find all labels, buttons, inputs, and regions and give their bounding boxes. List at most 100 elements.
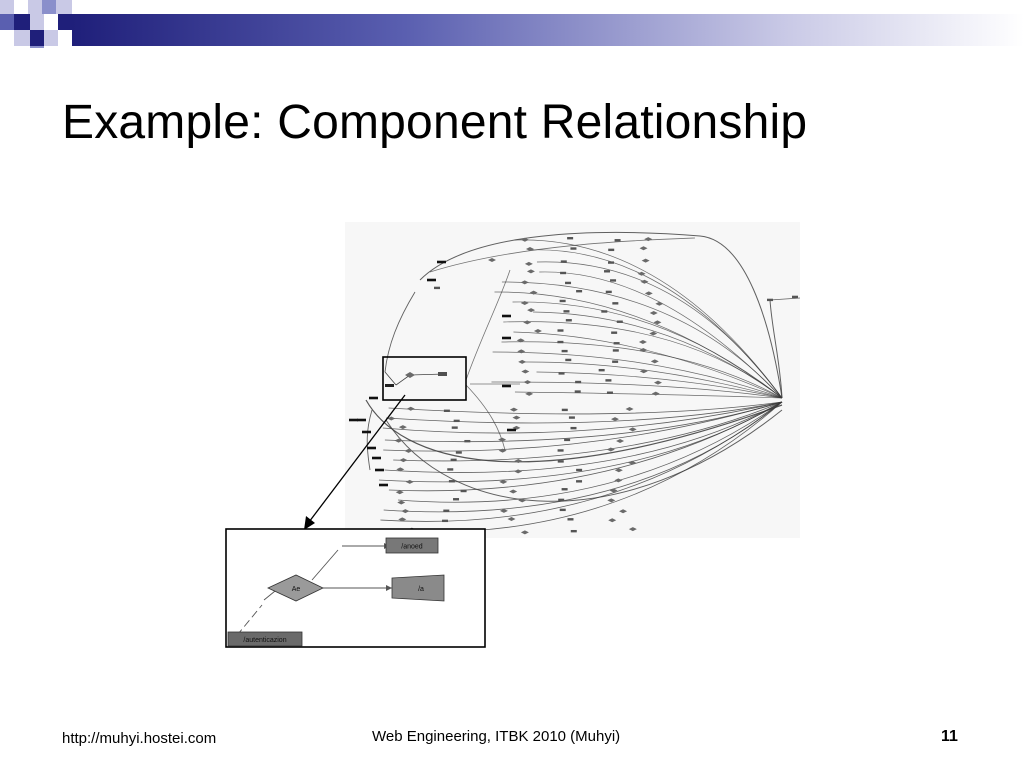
zoom-arrow (304, 394, 406, 530)
graph-node (404, 448, 413, 453)
graph-node (507, 517, 516, 522)
graph-node (507, 428, 516, 432)
graph-node (564, 438, 571, 442)
graph-node (561, 349, 568, 353)
autenticazion-node (227, 631, 303, 647)
footer-url[interactable]: http://muhyi.hostei.com (62, 730, 217, 747)
graph-node (523, 320, 532, 325)
graph-node (604, 270, 611, 273)
graph-node (448, 480, 455, 483)
graph-node (509, 489, 518, 494)
graph-node (524, 261, 533, 266)
graph-node (605, 290, 612, 294)
graph-node (611, 331, 618, 334)
graph-node (557, 449, 564, 452)
graph-edge (492, 351, 783, 399)
graph-node (559, 299, 566, 303)
graph-edge (388, 401, 783, 492)
graph-node (502, 384, 511, 388)
graph-node (792, 295, 798, 299)
graph-node (606, 447, 615, 452)
graph-node (464, 439, 471, 443)
graph-node (614, 239, 621, 242)
graph-edge (365, 399, 783, 463)
graph-node (437, 260, 446, 264)
graph-node (401, 509, 410, 514)
graph-node (518, 498, 527, 503)
graph-node (767, 298, 773, 302)
graph-node (612, 349, 619, 352)
graph-edge (383, 401, 783, 452)
anoed-node (385, 537, 439, 554)
graph-node (447, 468, 454, 471)
graph-node (638, 339, 647, 344)
graph-node (396, 467, 405, 472)
graph-node (570, 426, 577, 430)
graph-node (443, 409, 450, 412)
graph-node (565, 319, 572, 322)
graph-node (406, 406, 415, 411)
graph-node (628, 427, 637, 432)
graph-node (567, 237, 574, 240)
graph-node (499, 479, 508, 484)
graph-node (576, 289, 583, 293)
graph-node (639, 348, 648, 353)
graph-edge (512, 301, 783, 399)
graph-node (628, 527, 637, 532)
graph-edge (384, 291, 416, 373)
graph-node (369, 396, 378, 400)
target-node-label: /a (418, 586, 424, 593)
zoom-detail-panel: /anoed Ae /a /autenticazion (225, 528, 486, 648)
graph-edge (514, 239, 783, 399)
decision-node (267, 574, 324, 602)
graph-node (625, 407, 634, 412)
graph-edge (384, 401, 783, 473)
graph-edge (382, 401, 783, 434)
graph-node (608, 248, 615, 252)
graph-node (512, 415, 521, 420)
graph-node (362, 430, 371, 434)
graph-node (349, 418, 358, 422)
graph-edge (536, 261, 783, 399)
graph-node (372, 456, 381, 460)
graph-node (619, 509, 628, 514)
graph-node (516, 338, 525, 343)
target-node (391, 574, 445, 602)
slide-title: Example: Component Relationship (62, 96, 808, 149)
graph-node (568, 416, 575, 419)
graph-node (614, 478, 623, 483)
graph-node (612, 360, 619, 363)
graph-edge (501, 341, 783, 399)
graph-node (570, 529, 577, 533)
graph-node (607, 498, 616, 503)
graph-edge (385, 409, 783, 502)
page-number: 11 (941, 728, 958, 745)
graph-node (639, 369, 648, 374)
graph-node (644, 237, 653, 242)
graph-node (527, 308, 536, 313)
graph-node (561, 408, 568, 412)
highlight-box (382, 356, 467, 401)
graph-node (655, 301, 664, 306)
graph-node (533, 329, 542, 334)
graph-node (357, 418, 366, 422)
graph-node (608, 518, 617, 523)
graph-node (628, 460, 637, 465)
graph-node (387, 416, 396, 421)
graph-node (598, 368, 605, 372)
graph-edge (386, 401, 783, 424)
graph-node (405, 479, 414, 484)
graph-node (514, 469, 523, 474)
graph-node (453, 419, 460, 423)
graph-node (557, 340, 564, 344)
graph-node (397, 500, 406, 505)
anoed-node-label: /anoed (401, 544, 423, 551)
graph-node (616, 439, 625, 444)
graph-node (514, 458, 523, 463)
graph-node (557, 460, 564, 463)
graph-edge (398, 401, 783, 503)
graph-node (375, 468, 384, 472)
graph-node (651, 391, 660, 396)
graph-node (649, 331, 658, 336)
graph-node (576, 480, 583, 483)
